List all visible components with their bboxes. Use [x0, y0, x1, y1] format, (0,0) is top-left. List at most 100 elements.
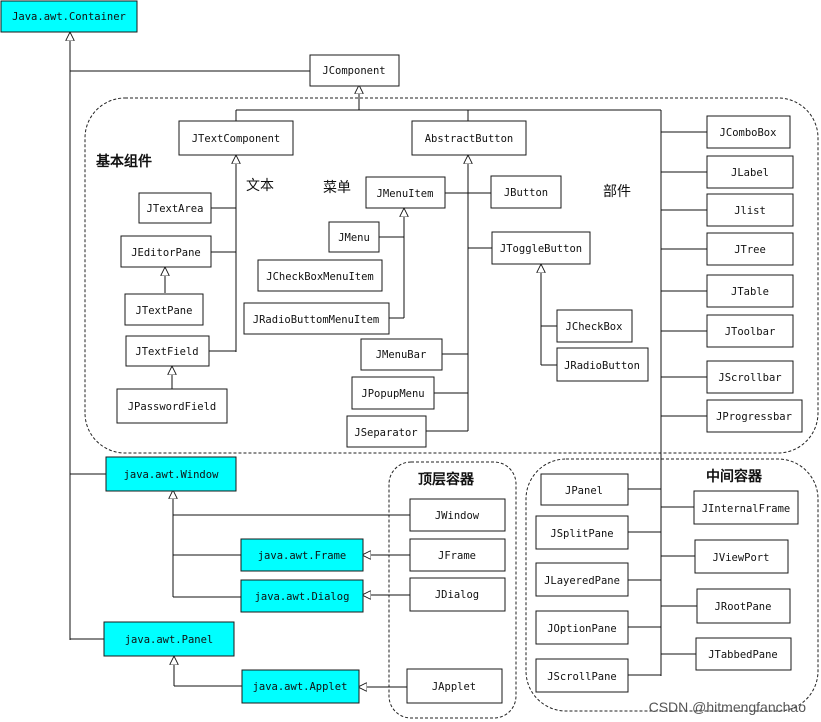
class-box-jtable: [706, 274, 794, 308]
class-label-jcomponent: JComponent: [322, 65, 385, 77]
class-box-jmenu: [328, 221, 380, 253]
class-label-jseparator: JSeparator: [354, 427, 417, 439]
class-label-jtogglebutton: JToggleButton: [500, 243, 582, 255]
class-label-jinternalframe: JInternalFrame: [702, 503, 791, 515]
class-label-panel: java.awt.Panel: [125, 634, 214, 646]
class-label-jlabel: JLabel: [731, 167, 769, 179]
class-box-jpopupmenu: [351, 376, 435, 410]
class-box-dialog: [240, 579, 364, 613]
class-label-jdialog: JDialog: [435, 589, 479, 601]
class-label-jpanel: JPanel: [565, 485, 603, 497]
class-box-jmenubar: [360, 338, 443, 371]
class-box-container: [0, 0, 138, 33]
class-box-jlist: [706, 193, 794, 227]
class-label-jeditorpane: JEditorPane: [131, 247, 201, 259]
class-box-jradiobuttommenuitem: [243, 302, 390, 335]
class-boxes: Java.awt.Container JComponent JTextCompo…: [0, 0, 803, 704]
class-box-jtabbedpane: [695, 637, 792, 671]
class-label-jsplitpane: JSplitPane: [550, 528, 613, 540]
intermediate-containers-label: 中间容器: [706, 468, 763, 485]
class-box-jmenuitem: [365, 176, 446, 209]
class-box-jseparator: [346, 415, 427, 448]
class-label-jscrollbar: JScrollbar: [718, 372, 781, 384]
class-label-frame: java.awt.Frame: [258, 550, 347, 562]
class-box-jlayeredpane: [535, 562, 629, 597]
class-label-jcombobox: JComboBox: [720, 127, 777, 139]
class-label-jwindow: JWindow: [435, 510, 480, 522]
class-box-panel: [103, 621, 235, 657]
class-box-jtextarea: [138, 192, 212, 224]
class-label-jradiobutton: JRadioButton: [564, 360, 640, 372]
class-box-jprogressbar: [706, 399, 803, 433]
class-box-jtextfield: [125, 335, 210, 367]
class-box-jrootpane: [696, 588, 791, 624]
class-box-jtoolbar: [706, 314, 794, 348]
class-box-abstractbutton: [411, 120, 527, 156]
class-box-frame: [240, 538, 364, 572]
class-label-jmenubar: JMenuBar: [376, 349, 427, 361]
class-box-applet: [241, 669, 360, 704]
class-label-jlayeredpane: JLayeredPane: [544, 575, 620, 587]
menu-group-label: 菜单: [323, 180, 351, 196]
class-box-jtogglebutton: [491, 231, 591, 265]
class-label-jradiobuttommenuitem: JRadioButtomMenuItem: [253, 314, 379, 326]
intermediate-containers-region: [525, 458, 819, 712]
class-box-jsplitpane: [535, 515, 629, 550]
parts-group-label: 部件: [603, 184, 631, 200]
class-box-jeditorpane: [120, 235, 212, 268]
class-label-jrootpane: JRootPane: [715, 601, 772, 613]
class-label-jtree: JTree: [734, 244, 766, 256]
class-label-jpasswordfield: JPasswordField: [128, 401, 217, 413]
class-label-jtextcomponent: JTextComponent: [192, 133, 281, 145]
class-box-joptionpane: [535, 610, 629, 645]
basic-components-label: 基本组件: [96, 153, 152, 170]
class-box-jpanel: [540, 473, 629, 506]
class-box-jtextcomponent: [178, 120, 294, 156]
class-box-jtree: [706, 232, 794, 266]
class-label-jcheckbox: JCheckBox: [566, 321, 623, 333]
class-label-jframe: JFrame: [438, 550, 476, 562]
text-group-label: 文本: [246, 178, 274, 194]
class-label-jprogressbar: JProgressbar: [716, 411, 792, 423]
class-label-jtextfield: JTextField: [135, 346, 198, 358]
top-level-containers-label: 顶层容器: [418, 471, 475, 488]
class-label-jtable: JTable: [731, 286, 769, 298]
class-box-jpasswordfield: [116, 388, 228, 424]
class-label-jmenu: JMenu: [338, 232, 370, 244]
class-label-jscrollpane: JScrollPane: [547, 671, 617, 683]
class-box-jinternalframe: [693, 490, 799, 525]
watermark: CSDN @hitmengfanchao: [649, 699, 807, 715]
class-label-jpopupmenu: JPopupMenu: [361, 388, 424, 400]
class-box-jdialog: [409, 577, 506, 612]
class-box-jscrollpane: [535, 658, 629, 693]
class-label-jbutton: JButton: [504, 187, 548, 199]
class-box-jlabel: [706, 155, 794, 189]
class-box-jtextpane: [124, 293, 204, 326]
class-box-jcheckboxmenuitem: [257, 259, 383, 292]
class-label-abstractbutton: AbstractButton: [425, 133, 514, 145]
class-box-jbutton: [490, 175, 562, 209]
basic-components-region: [84, 97, 819, 454]
class-label-jviewport: JViewPort: [713, 552, 770, 564]
class-box-jframe: [409, 538, 506, 572]
class-label-jtoolbar: JToolbar: [725, 326, 776, 338]
class-label-window: java.awt.Window: [124, 469, 220, 481]
class-box-jwindow: [409, 498, 506, 532]
class-box-japplet: [406, 668, 503, 704]
class-box-jcomponent: [309, 54, 400, 87]
class-box-jviewport: [694, 539, 789, 574]
top-level-containers-region: [388, 461, 517, 719]
class-box-window: [105, 456, 237, 492]
class-label-jmenuitem: JMenuItem: [377, 188, 434, 200]
class-box-jscrollbar: [706, 360, 794, 394]
class-label-dialog: java.awt.Dialog: [255, 591, 350, 603]
class-label-jtextpane: JTextPane: [136, 305, 193, 317]
class-label-joptionpane: JOptionPane: [547, 623, 617, 635]
class-label-jcheckboxmenuitem: JCheckBoxMenuItem: [266, 271, 373, 283]
class-box-jcombobox: [706, 115, 791, 149]
inheritance-connectors: [70, 33, 707, 687]
class-label-jtextarea: JTextArea: [147, 203, 204, 215]
class-box-jradiobutton: [556, 347, 649, 382]
class-label-container: Java.awt.Container: [12, 11, 126, 23]
